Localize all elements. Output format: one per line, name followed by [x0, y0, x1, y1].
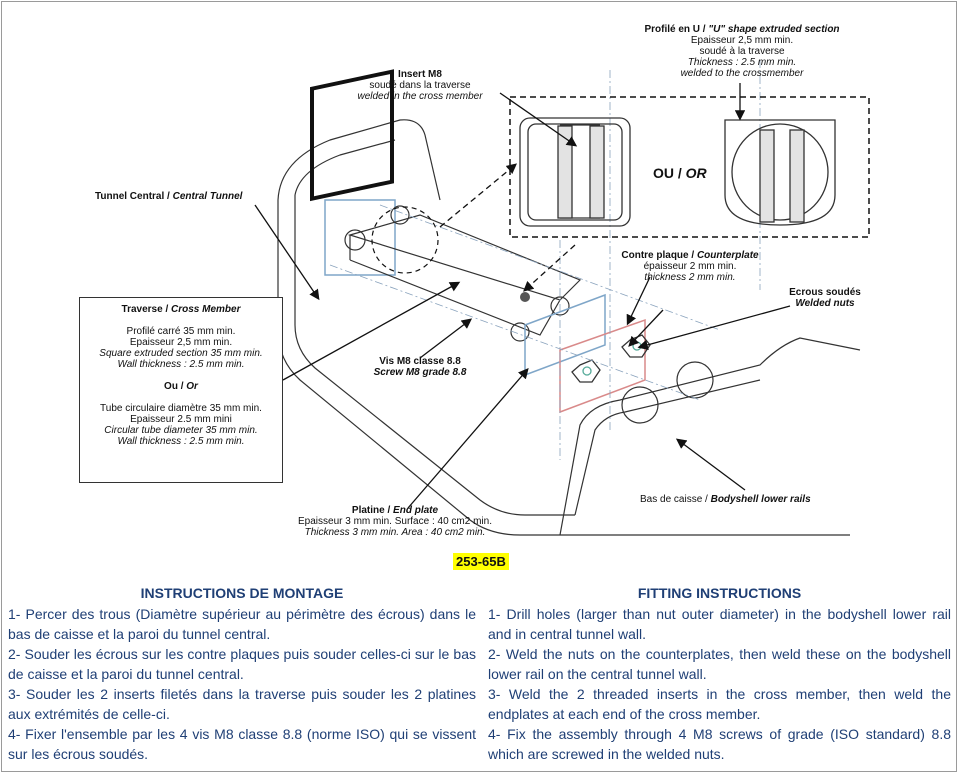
label-counterplate: Contre plaque / Counterplate épaisseur 2…	[621, 250, 759, 283]
assembly-diagram	[254, 60, 870, 536]
instructions-en-title: FITTING INSTRUCTIONS	[637, 585, 802, 601]
instruction-en-1: 1- Drill holes (larger than nut outer di…	[488, 606, 951, 642]
label-or-center: OU / OR	[653, 165, 707, 181]
counterplate	[559, 318, 646, 414]
end-plate	[524, 293, 606, 377]
instruction-fr-2: 2- Souder les écrous sur les contre plaq…	[8, 646, 476, 682]
instruction-fr-4: 4- Fixer l'ensemble par les 4 vis M8 cla…	[8, 726, 476, 762]
instructions-fr: INSTRUCTIONS DE MONTAGE 1- Percer des tr…	[8, 583, 476, 764]
leader-arrows	[254, 83, 791, 509]
bodyshell-rail	[559, 337, 861, 536]
instructions-en: FITTING INSTRUCTIONS 1- Drill holes (lar…	[488, 583, 951, 764]
instruction-fr-1: 1- Percer des trous (Diamètre supérieur …	[8, 606, 476, 642]
detail-circle	[371, 206, 439, 274]
cross-member-spec-box: Traverse / Cross Member Profilé carré 35…	[79, 297, 283, 483]
label-u-profile: Profilé en U / "U" shape extruded sectio…	[644, 24, 840, 79]
instruction-en-3: 3- Weld the 2 threaded inserts in the cr…	[488, 686, 951, 722]
insert-dot	[520, 292, 530, 302]
instructions-fr-title: INSTRUCTIONS DE MONTAGE	[140, 585, 344, 601]
label-tunnel: Tunnel Central / Central Tunnel	[95, 191, 243, 202]
tunnel-plate	[310, 69, 396, 276]
instruction-en-2: 2- Weld the nuts on the counterplates, t…	[488, 646, 951, 682]
instruction-fr-3: 3- Souder les 2 inserts filetés dans la …	[8, 686, 476, 722]
reference-badge: 253-65B	[453, 553, 509, 570]
label-endplate: Platine / End plate Epaisseur 3 mm min. …	[298, 505, 492, 538]
label-insert: Insert M8 soudé dans la traverse welded …	[357, 69, 483, 102]
instruction-en-4: 4- Fix the assembly through 4 M8 screws …	[488, 726, 951, 762]
cross-member	[344, 205, 582, 342]
label-bodyshell: Bas de caisse / Bodyshell lower rails	[640, 494, 811, 505]
square-section-detail	[519, 117, 631, 227]
label-welded-nuts: Ecrous soudés Welded nuts	[789, 287, 861, 309]
tunnel-wall	[277, 119, 575, 536]
label-screw: Vis M8 classe 8.8 Screw M8 grade 8.8	[373, 356, 467, 378]
u-section-detail	[724, 119, 836, 226]
